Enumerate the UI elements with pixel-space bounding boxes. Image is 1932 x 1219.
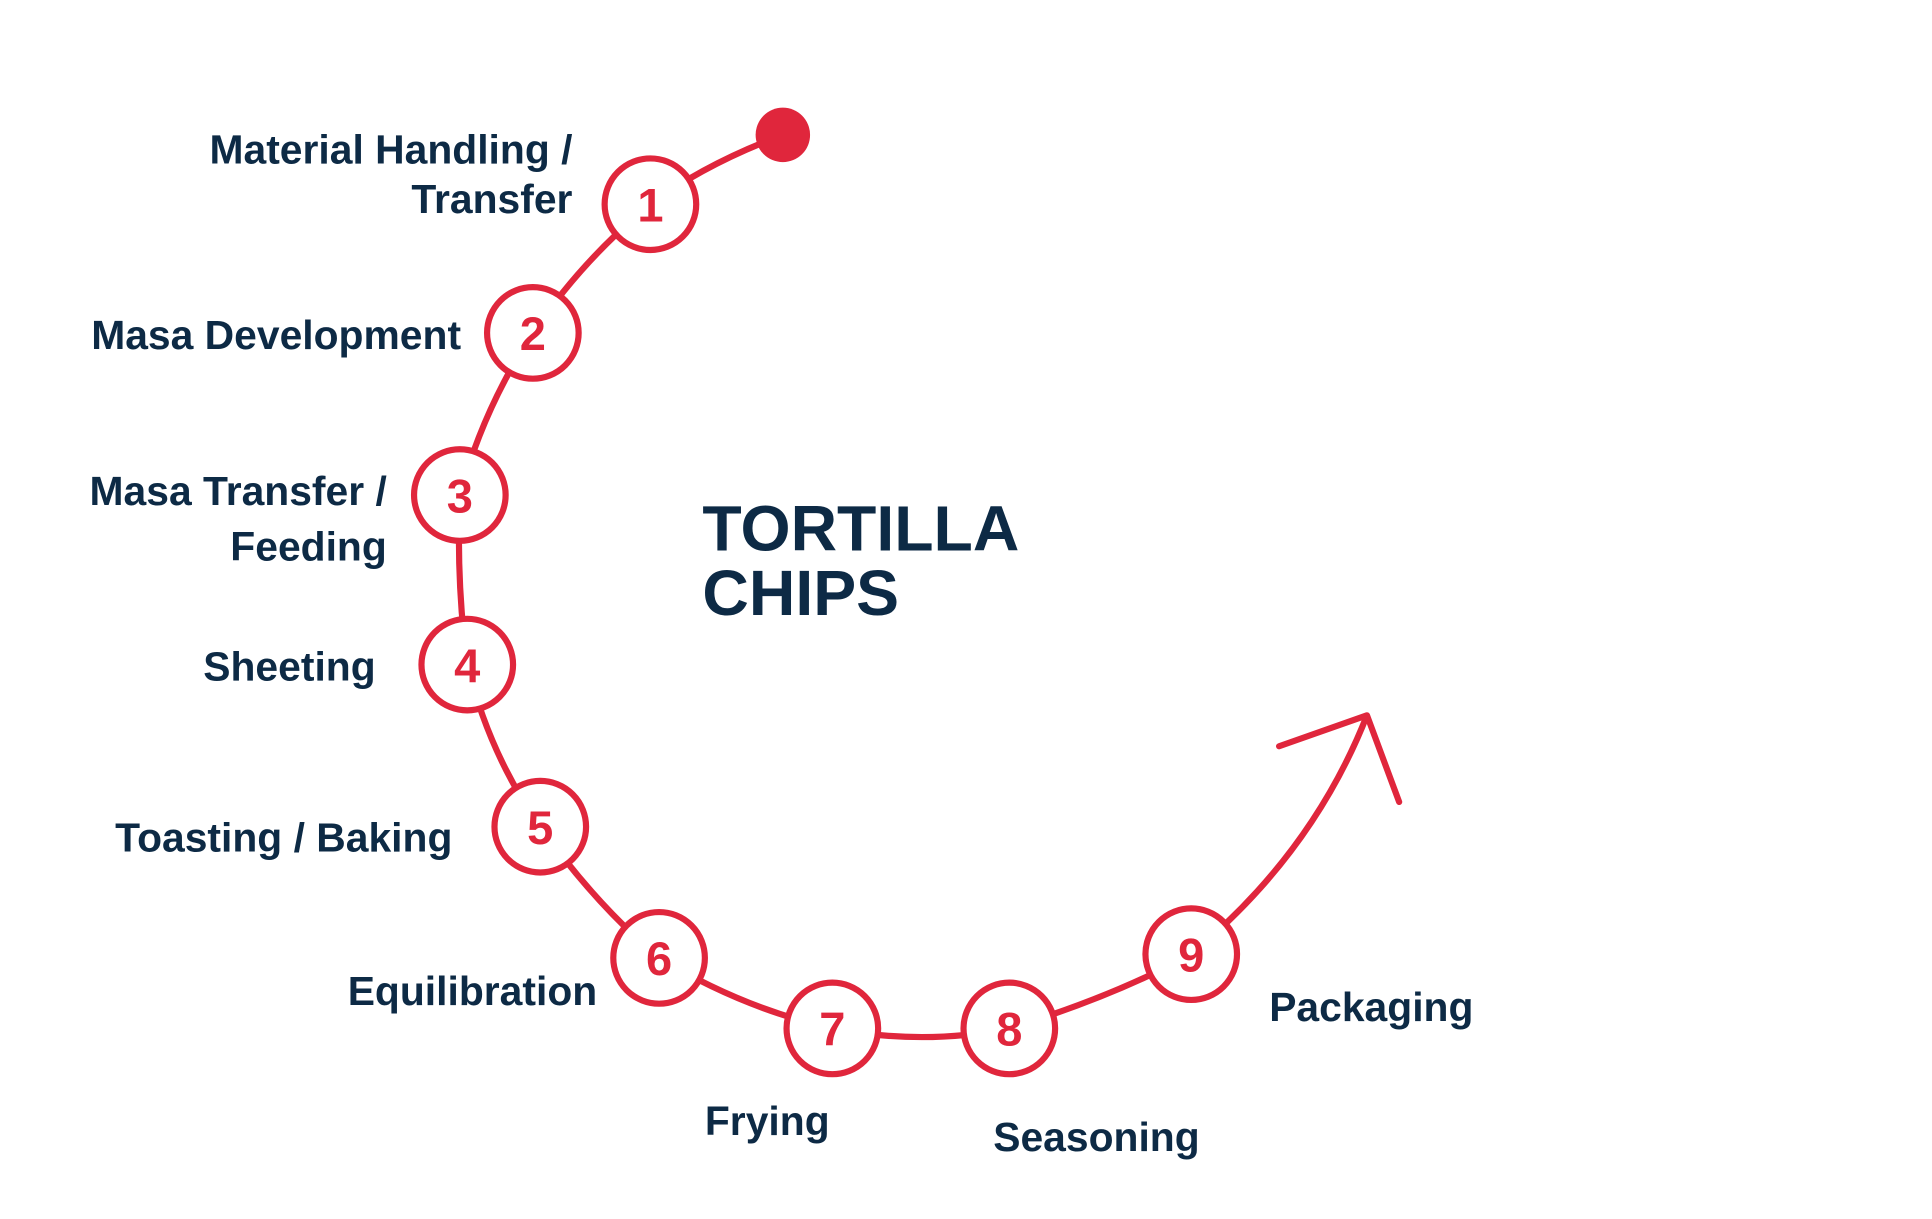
step-label: Masa Transfer /	[90, 468, 387, 514]
diagram-title-line1: TORTILLA	[702, 493, 1019, 565]
step-number: 7	[819, 1003, 845, 1056]
step-4: 4 Sheeting	[203, 615, 517, 714]
diagram-title-line2: CHIPS	[702, 557, 899, 629]
step-circle	[483, 284, 582, 382]
step-number: 9	[1178, 928, 1204, 981]
start-dot	[755, 107, 811, 163]
step-circle	[491, 777, 590, 876]
process-flow-path	[455, 131, 1370, 1041]
step-2: 2 Masa Development	[91, 284, 582, 382]
step-label: Frying	[705, 1098, 830, 1144]
step-circle	[610, 908, 708, 1007]
step-circle	[601, 155, 700, 254]
step-5: 5 Toasting / Baking	[115, 777, 590, 876]
step-number: 2	[520, 307, 546, 360]
step-circle	[960, 979, 1059, 1078]
step-number: 6	[646, 932, 672, 985]
step-number: 5	[527, 801, 553, 854]
step-label: Feeding	[230, 524, 387, 570]
step-circle	[1142, 905, 1241, 1004]
step-circle	[418, 615, 517, 714]
step-label: Sheeting	[203, 644, 375, 690]
step-number: 3	[447, 469, 473, 522]
step-label: Material Handling /	[209, 126, 572, 172]
step-label: Seasoning	[993, 1114, 1199, 1160]
step-circle	[783, 979, 882, 1078]
step-number: 8	[996, 1003, 1022, 1056]
step-label: Packaging	[1269, 984, 1473, 1030]
step-label: Toasting / Baking	[115, 814, 452, 860]
step-label: Masa Development	[91, 312, 461, 358]
step-label: Equilibration	[348, 968, 598, 1014]
step-3: 3 Masa Transfer / Feeding	[90, 446, 509, 570]
step-1: 1 Material Handling /Transfer	[209, 126, 700, 254]
step-number: 1	[637, 179, 663, 232]
arrow-head-icon	[1276, 712, 1403, 806]
step-circle	[410, 446, 509, 544]
step-label: Transfer	[411, 176, 572, 222]
step-number: 4	[454, 639, 480, 692]
